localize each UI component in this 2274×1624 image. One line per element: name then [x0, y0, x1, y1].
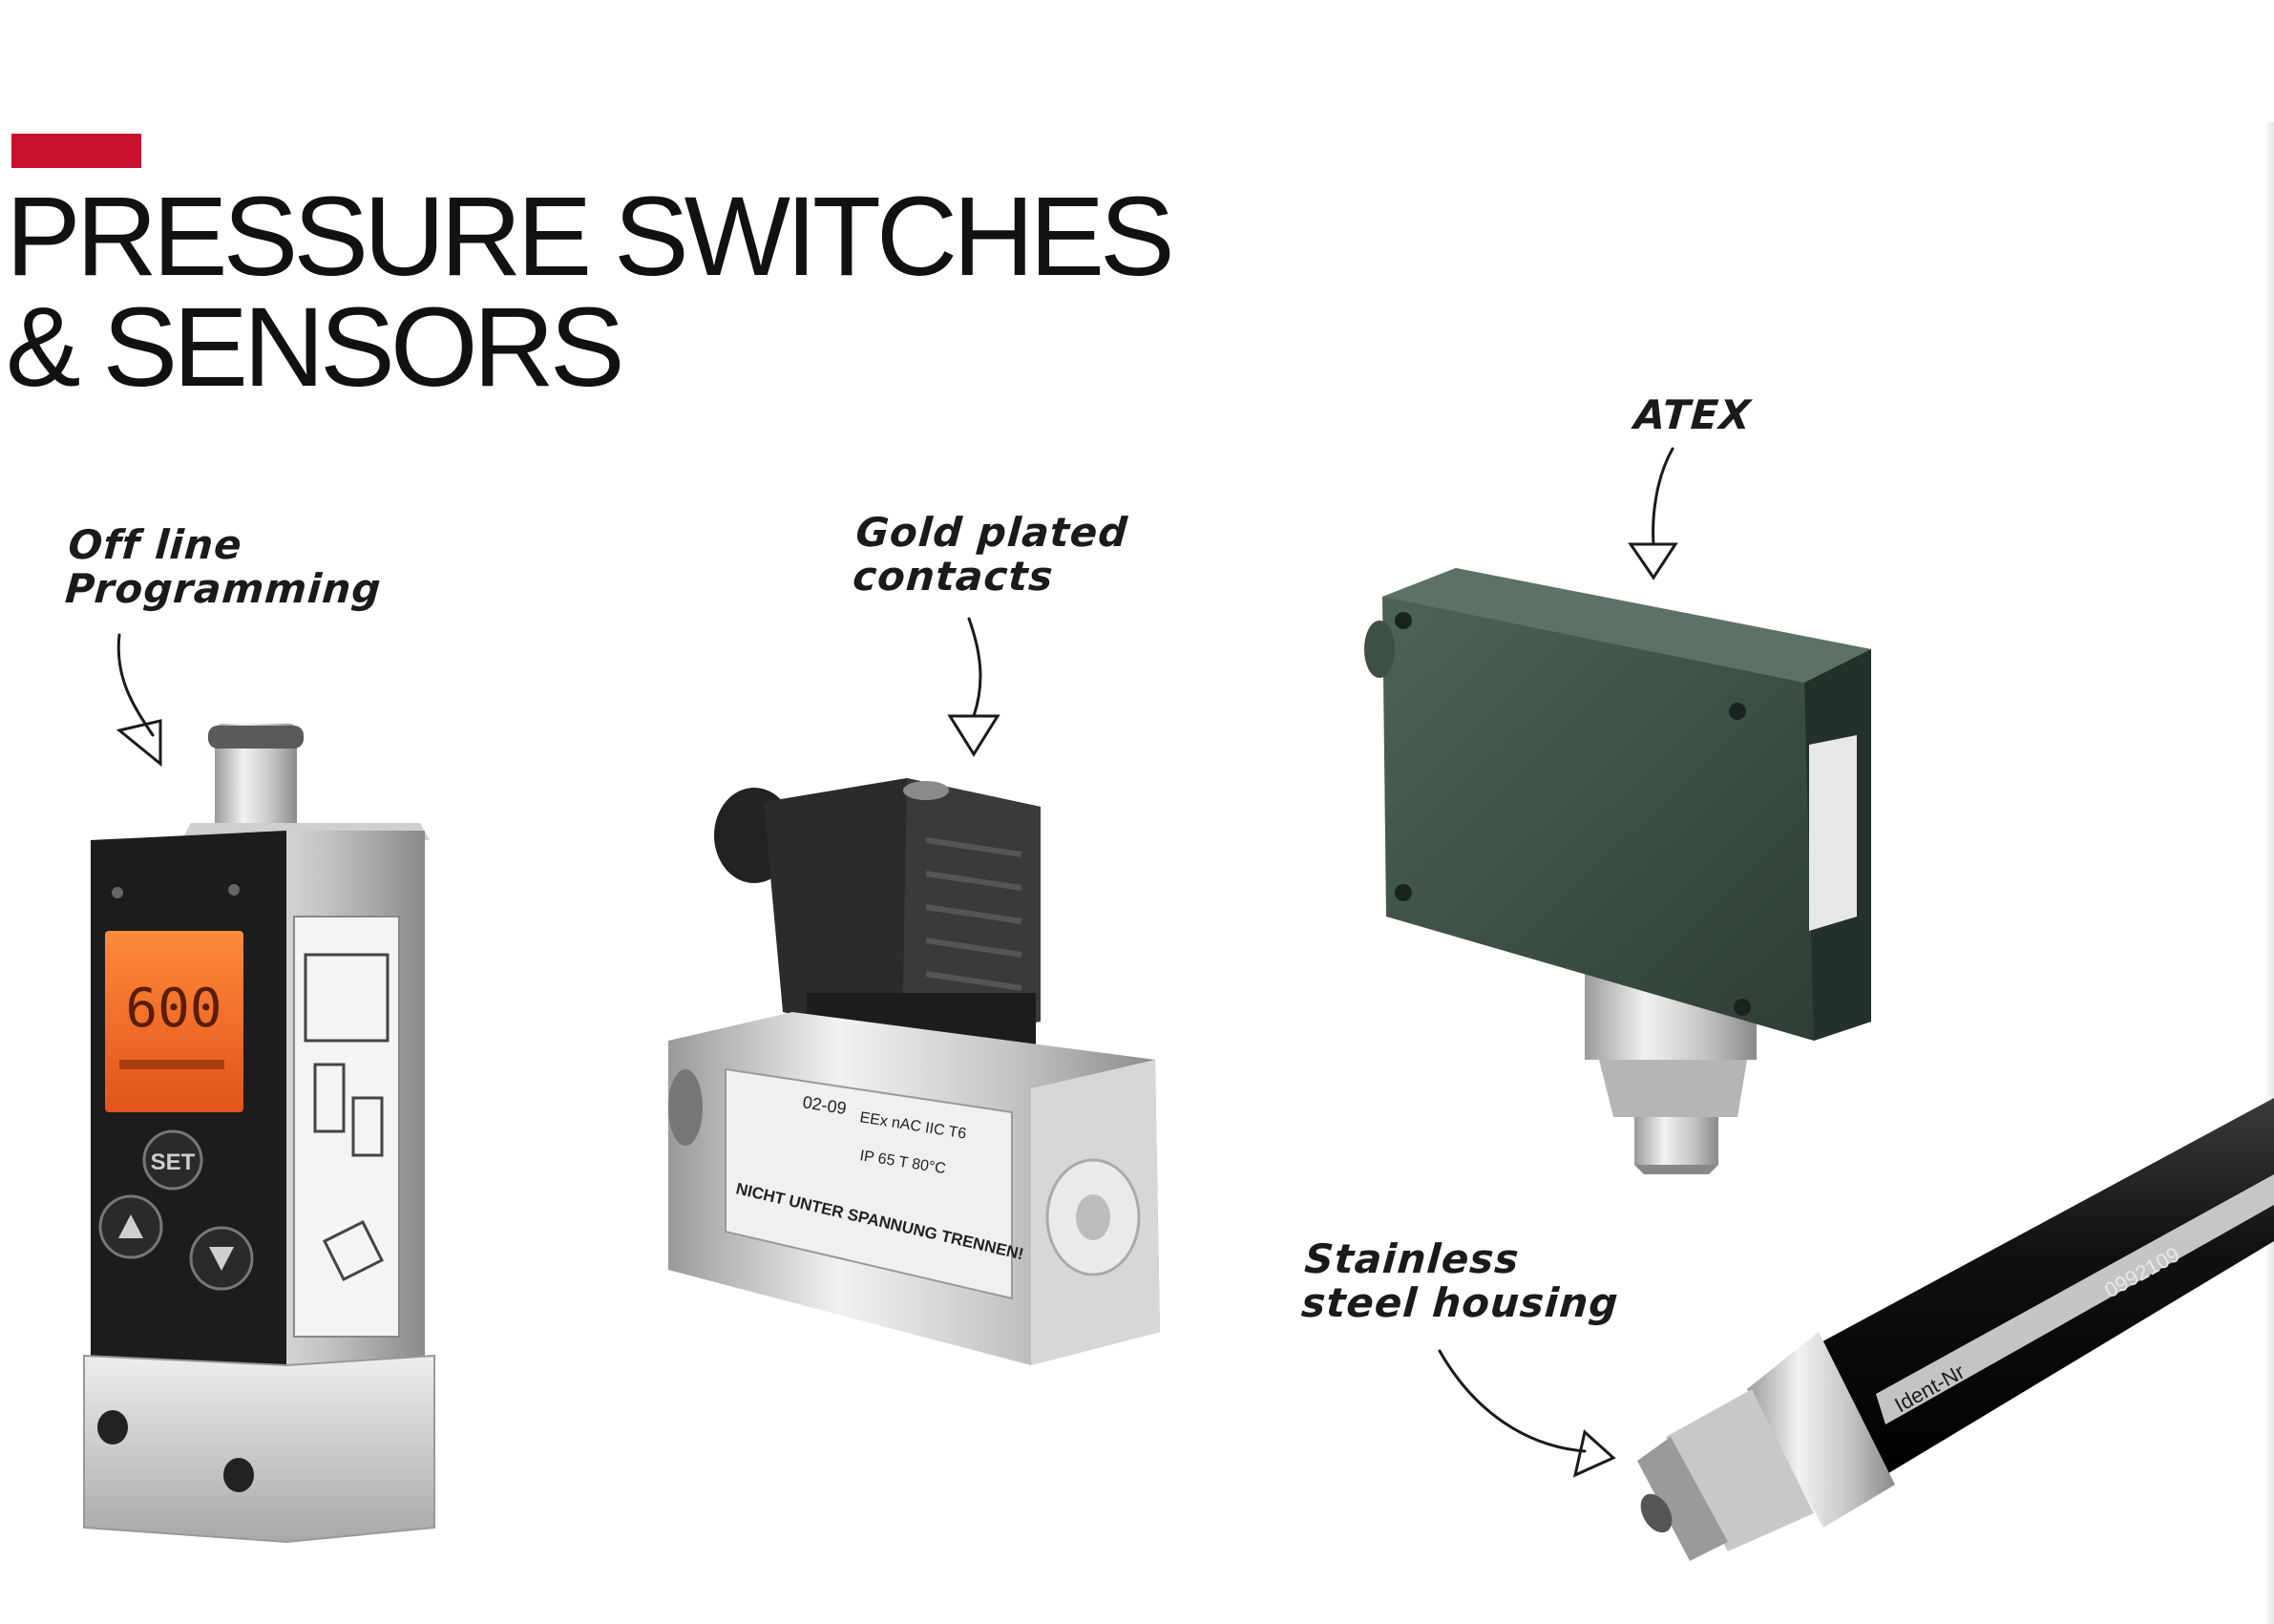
callout-offline-line-1: Off line: [66, 521, 244, 568]
atex-arrow: [1652, 447, 1674, 546]
callout-atex-label: ATEX: [1632, 391, 1753, 438]
gold-arrowhead: [947, 714, 1000, 757]
atex-arrowhead: [1628, 542, 1678, 580]
callout-stainless-steel-housing: Stainless steel housing: [1299, 1235, 1624, 1326]
page-title: PRESSURE SWITCHES & SENSORS: [6, 174, 1175, 411]
stainless-sensor: Ident-Nr 0992109: [1637, 1098, 2274, 1561]
page-edge-shadow: [2264, 122, 2274, 1624]
connector-pressure-switch: 02-09 EEx nAC IIC T6 IP 65 T 80°C NICHT …: [668, 778, 1160, 1365]
callout-stainless-line-1: Stainless: [1302, 1235, 1522, 1282]
accent-bar: [11, 134, 141, 168]
callout-gold-plated-contacts: Gold plated contacts: [851, 509, 1130, 600]
callout-arrows: [116, 447, 1678, 1478]
stainless-arrow: [1438, 1349, 1587, 1453]
offline-arrow: [116, 633, 155, 737]
digital-pressure-switch: 600 SET: [83, 724, 435, 1544]
callout-stainless-line-2: steel housing: [1299, 1279, 1621, 1326]
atex-pressure-switch: [1364, 568, 1871, 1174]
offline-arrowhead: [116, 719, 162, 768]
gold-arrow: [967, 617, 982, 718]
title-line-2: & SENSORS: [6, 285, 625, 411]
title-line-1: PRESSURE SWITCHES: [6, 174, 1175, 300]
callout-offline-programming: Off line Programming: [63, 521, 387, 612]
callout-atex: ATEX: [1632, 391, 1753, 438]
stainless-arrowhead: [1572, 1429, 1616, 1478]
callout-gold-line-1: Gold plated: [853, 509, 1130, 556]
set-button-label: SET: [151, 1149, 196, 1175]
callout-gold-line-2: contacts: [851, 553, 1056, 600]
lcd-readout: 600: [125, 978, 221, 1040]
callout-offline-line-2: Programming: [63, 565, 384, 612]
